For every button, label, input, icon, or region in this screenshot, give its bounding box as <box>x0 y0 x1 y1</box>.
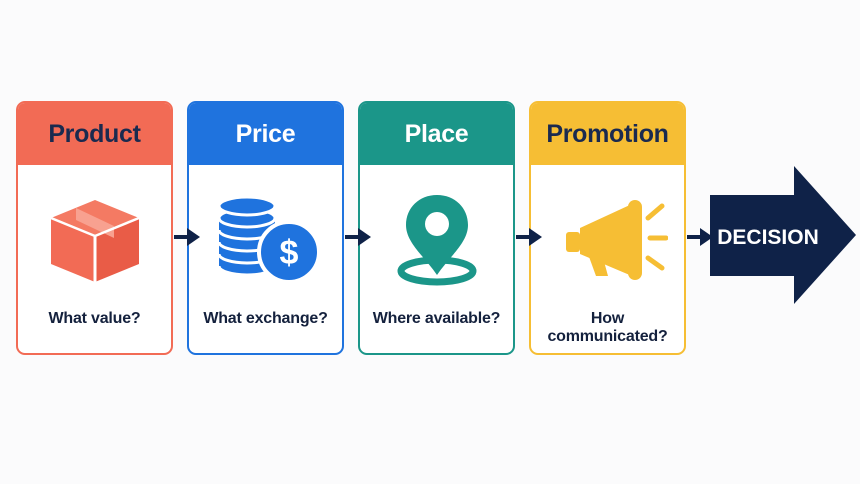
decision-label: DECISION <box>717 226 819 249</box>
decision-arrow: DECISION <box>710 166 856 304</box>
svg-text:$: $ <box>279 234 298 272</box>
step-question-product: What value? <box>48 310 141 327</box>
step-card-promotion: Promotion How communicated? <box>529 101 686 355</box>
step-title-product: Product <box>18 103 171 165</box>
arrow-right-icon <box>345 228 371 246</box>
coins-dollar-icon: $ <box>189 188 342 290</box>
megaphone-icon <box>531 188 684 290</box>
step-title-promotion: Promotion <box>531 103 684 165</box>
step-card-product: Product What value? <box>16 101 173 355</box>
step-title-price: Price <box>189 103 342 165</box>
arrow-right-icon <box>516 228 542 246</box>
step-question-place: Where available? <box>372 310 501 327</box>
arrow-right-icon <box>687 228 713 246</box>
step-card-place: Place Where available? <box>358 101 515 355</box>
location-pin-icon <box>360 188 513 290</box>
step-card-price: Price $ What exchange? <box>187 101 344 355</box>
step-title-place: Place <box>360 103 513 165</box>
arrow-right-icon <box>174 228 200 246</box>
box-icon <box>18 188 171 290</box>
step-question-price: What exchange? <box>203 310 328 327</box>
step-question-promotion: How communicated? <box>547 310 668 345</box>
